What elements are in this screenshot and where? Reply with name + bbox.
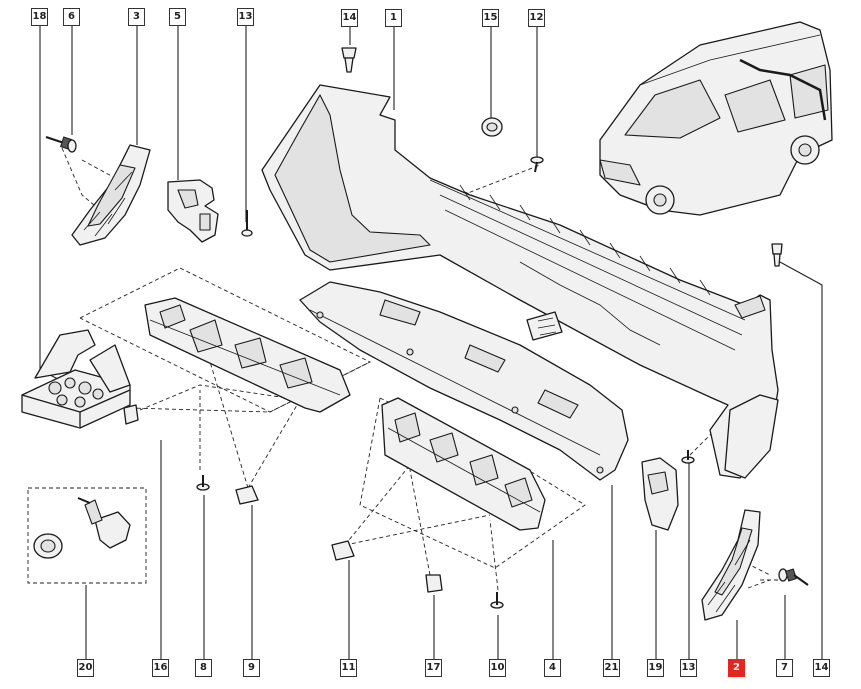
callout-19: 19 (647, 659, 664, 677)
vehicle-illustration (599, 21, 833, 216)
screw-part-13-left (241, 210, 253, 237)
callout-21: 21 (603, 659, 620, 677)
callout-9: 9 (243, 659, 260, 677)
screw-part-12 (530, 156, 544, 173)
side-bracket-part-3 (71, 144, 151, 246)
bolt-part-7 (778, 568, 809, 586)
callout-6: 6 (63, 8, 80, 26)
callout-18: 18 (31, 8, 48, 26)
callout-15: 15 (482, 9, 499, 27)
callout-14-top: 14 (341, 9, 358, 27)
clip-part-11 (331, 540, 355, 561)
callout-4: 4 (544, 659, 561, 677)
bolt-part-6 (45, 136, 77, 153)
screw-part-13-right (681, 450, 695, 464)
clip-part-9 (235, 485, 259, 505)
leader-lines (39, 25, 823, 660)
callout-10: 10 (489, 659, 506, 677)
clip-part-14-top (341, 47, 357, 73)
callout-17: 17 (425, 659, 442, 677)
reinforcement-beam-left (144, 297, 351, 413)
callout-1: 1 (385, 9, 402, 27)
bumper-cover-part-1 (261, 84, 779, 479)
nut-part-17 (425, 574, 443, 593)
callout-11: 11 (340, 659, 357, 677)
callout-12: 12 (528, 9, 545, 27)
lower-valance-part-21 (299, 281, 629, 481)
reinforcement-beam-part-4 (381, 397, 546, 531)
side-bracket-part-2 (701, 509, 761, 621)
callout-13-bottom: 13 (680, 659, 697, 677)
parking-sensor-part-20 (27, 487, 147, 584)
corner-bracket-part-19 (641, 457, 679, 531)
clip-part-14-right (771, 243, 783, 267)
clip-part-16 (123, 404, 139, 425)
callout-20: 20 (77, 659, 94, 677)
corner-bracket-part-5 (167, 179, 219, 243)
callout-16: 16 (152, 659, 169, 677)
screw-part-10 (490, 592, 504, 609)
callout-7: 7 (776, 659, 793, 677)
callout-2-highlighted: 2 (728, 659, 745, 677)
parts-kit-box-part-18 (21, 329, 131, 429)
callout-3: 3 (128, 8, 145, 26)
screw-part-8 (196, 475, 210, 491)
callout-13-top: 13 (237, 8, 254, 26)
callout-8: 8 (195, 659, 212, 677)
sensor-grommet-part-15 (481, 117, 503, 137)
callout-5: 5 (169, 8, 186, 26)
callout-14-bottom: 14 (813, 659, 830, 677)
